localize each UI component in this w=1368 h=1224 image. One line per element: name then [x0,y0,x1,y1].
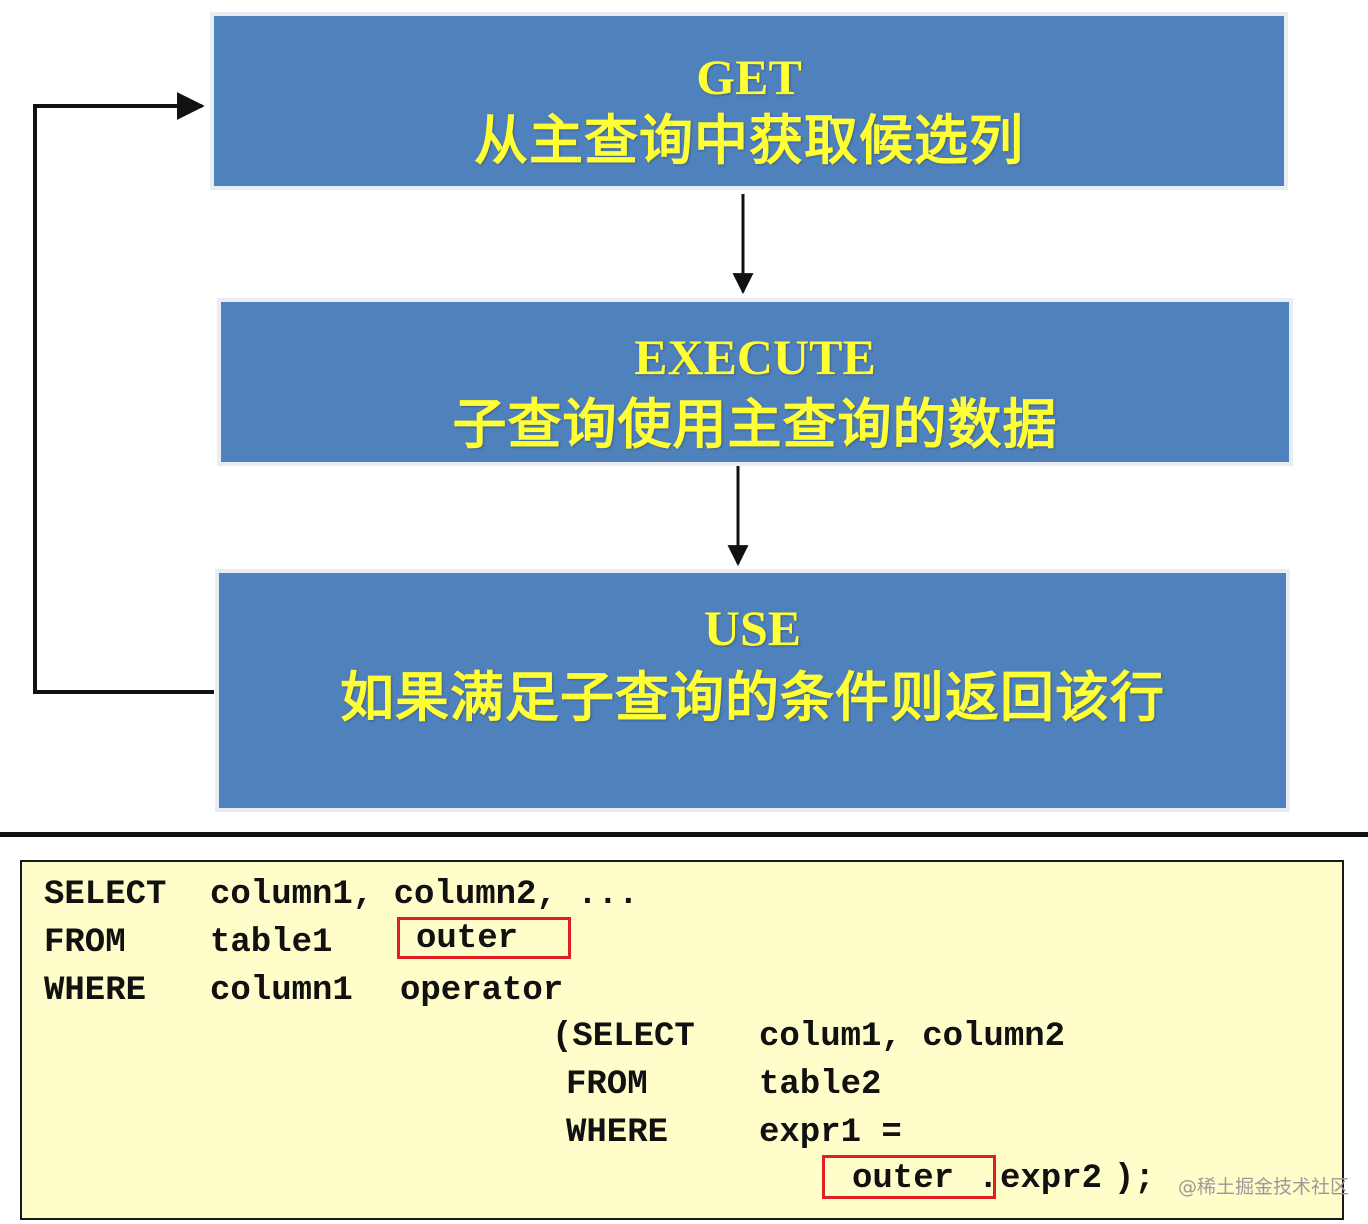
code-subquery-from: FROM [566,1066,648,1104]
code-dot: . [978,1160,999,1198]
step-title: EXECUTE [634,329,876,385]
code-expr2: expr2 [1000,1160,1103,1198]
code-subquery-expr1: expr1 = [759,1114,902,1152]
code-where-column: column1 [210,972,353,1010]
code-operator: operator [400,972,564,1010]
outer-alias-highlight [397,917,571,959]
step-title: USE [703,600,802,656]
code-keyword-from: FROM [44,924,126,962]
flow-arrows [33,92,754,694]
arrow-loop-back [33,92,214,694]
step-description: 从主查询中获取候选列 [474,108,1024,172]
code-select-columns: column1, column2, ... [210,876,639,914]
code-outer-alias: outer [416,920,519,958]
code-subquery-select: (SELECT [552,1018,695,1056]
code-subquery-table: table2 [759,1066,882,1104]
code-keyword-where: WHERE [44,972,147,1010]
outer-reference-highlight [822,1155,996,1199]
code-keyword-select: SELECT [44,876,167,914]
step-description: 子查询使用主查询的数据 [452,392,1058,456]
step-box-get: GET 从主查询中获取候选列 [214,16,1284,186]
sql-code-panel: SELECT column1, column2, ... FROM table1… [20,860,1344,1220]
code-subquery-columns: colum1, column2 [759,1018,1066,1056]
watermark: @稀土掘金技术社区 [1178,1176,1350,1198]
code-table-name: table1 [210,924,333,962]
step-box-execute: EXECUTE 子查询使用主查询的数据 [221,302,1289,462]
step-box-use: USE 如果满足子查询的条件则返回该行 [219,573,1286,808]
step-description: 如果满足子查询的条件则返回该行 [340,665,1165,729]
step-title: GET [696,49,802,105]
code-outer-reference: outer [852,1160,955,1198]
code-closing: ); [1114,1160,1155,1198]
section-divider [0,832,1368,837]
code-subquery-where: WHERE [566,1114,669,1152]
